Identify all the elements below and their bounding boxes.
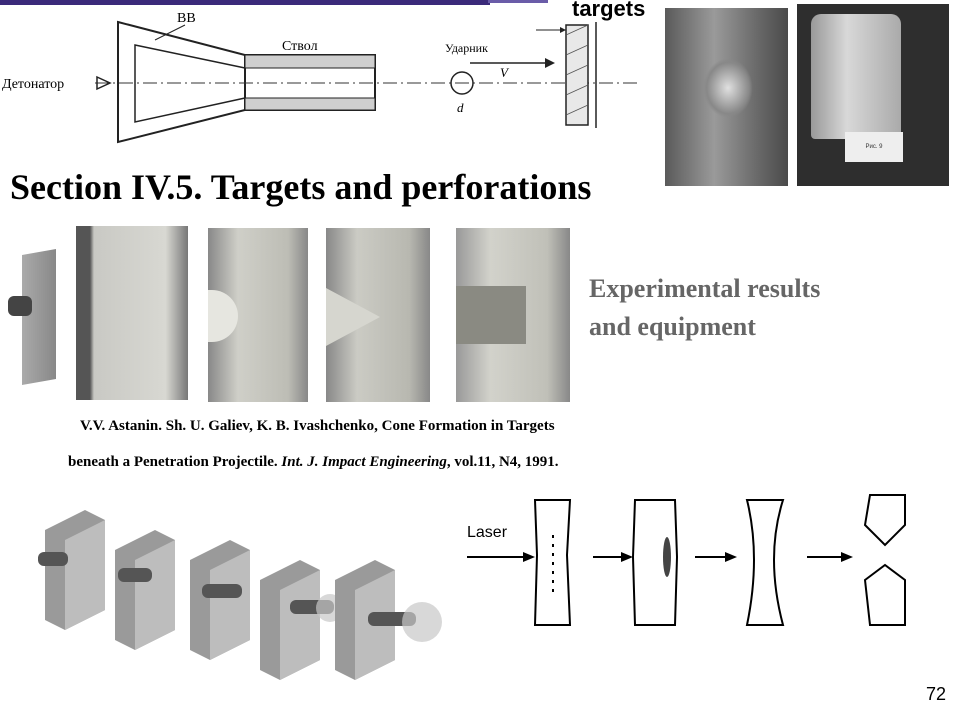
citation-line-1: V.V. Astanin. Sh. U. Galiev, K. B. Ivash… [80, 418, 555, 435]
block-stage-3 [190, 540, 250, 660]
experimental-caption: Experimental results and equipment [589, 270, 820, 346]
citation-line-2: beneath a Penetration Projectile. Int. J… [68, 454, 559, 471]
citation-prefix: beneath a Penetration Projectile. [68, 454, 281, 470]
top-label-targets: targets [572, 0, 645, 22]
striker-label: Ударник [445, 41, 488, 55]
cone-photo-3 [326, 228, 430, 402]
citation-suffix: , vol.11, N4, 1991. [447, 454, 559, 470]
cone-photo-1 [76, 226, 188, 400]
barrel-label: Ствол [282, 39, 318, 54]
laser-spall-diagram: Laser [465, 495, 905, 635]
citation-journal: Int. J. Impact Engineering [281, 454, 446, 470]
cone-photo-4 [456, 228, 570, 402]
photo-caption: Рис. 9 [845, 132, 903, 162]
experimental-line-2: and equipment [589, 308, 820, 346]
cone-photo-2 [208, 228, 308, 402]
target-photo-cylinder: Рис. 9 [797, 4, 949, 186]
target-photo-damaged [665, 8, 788, 186]
block-stage-5 [335, 560, 442, 680]
page-number: 72 [926, 684, 946, 705]
diameter-label: d [457, 100, 464, 115]
experimental-line-1: Experimental results [589, 270, 820, 308]
laser-label: Laser [467, 524, 508, 541]
penetration-sequence [30, 500, 470, 700]
slide-title: Section IV.5. Targets and perforations [10, 166, 591, 208]
block-stage-2 [115, 530, 175, 650]
block-render-small [8, 252, 58, 384]
launcher-schematic: ВВ Ствол Детонатор Ударник V d [0, 0, 620, 150]
block-stage-4 [260, 560, 344, 680]
vv-label: ВВ [177, 11, 196, 26]
block-stage-1 [38, 510, 105, 630]
detonator-label: Детонатор [2, 77, 64, 92]
velocity-label: V [500, 65, 510, 80]
